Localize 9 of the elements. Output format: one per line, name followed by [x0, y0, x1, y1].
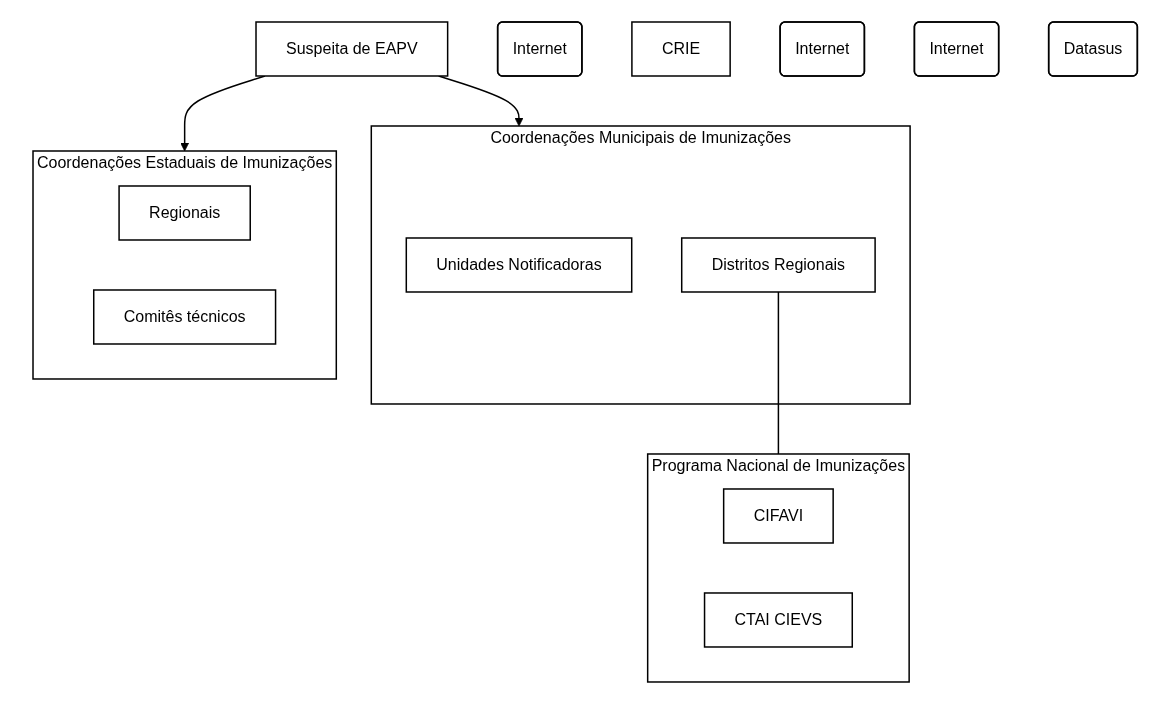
node-box: Distritos Regionais	[680, 237, 876, 293]
node-box: Unidades Notificadoras	[405, 237, 633, 293]
connector	[777, 291, 779, 455]
node-box: CRIE	[630, 21, 731, 77]
node-box: Comitês técnicos	[92, 289, 277, 345]
node-box: Regionais	[118, 185, 251, 241]
node-box: CIFAVI	[722, 488, 834, 544]
node-box: CTAI CIEVS	[703, 592, 853, 648]
node-box: Suspeita de EAPV	[255, 21, 449, 77]
